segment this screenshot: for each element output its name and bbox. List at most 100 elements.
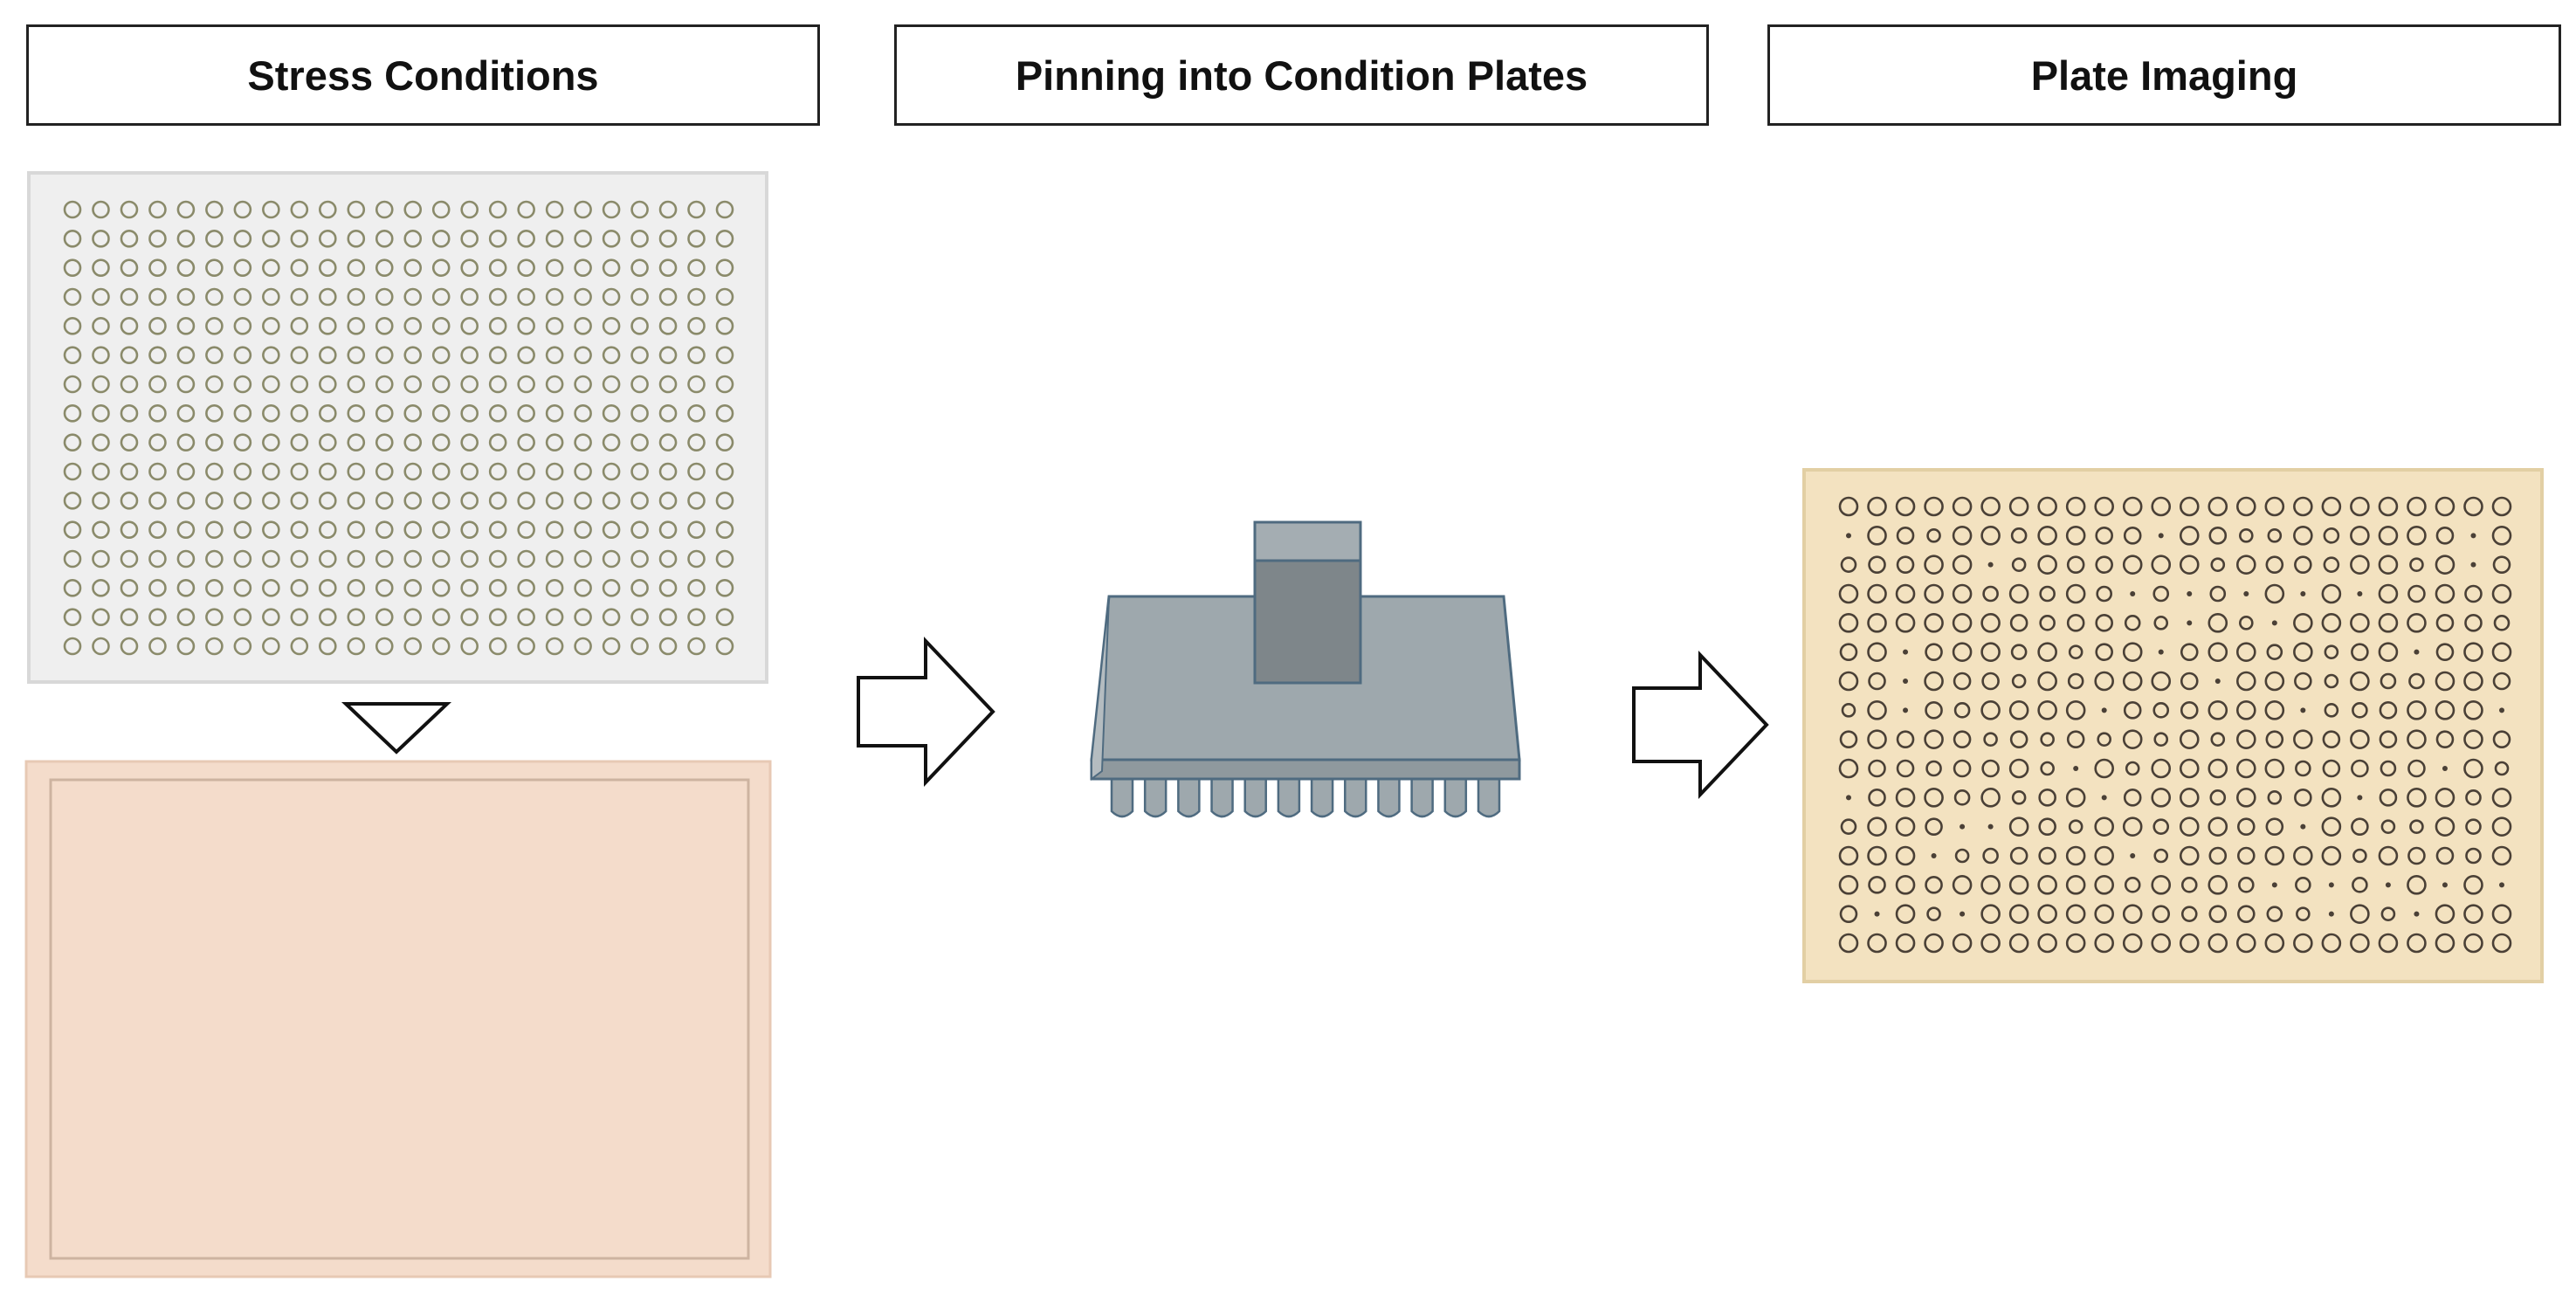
imaged-well xyxy=(2357,591,2363,596)
imaged-well xyxy=(1846,795,1851,801)
imaged-well xyxy=(2125,761,2140,776)
imaged-well xyxy=(2009,846,2028,865)
source-well xyxy=(205,608,224,626)
source-well xyxy=(92,492,110,510)
imaged-well xyxy=(2266,644,2283,660)
source-well xyxy=(517,520,535,539)
source-well xyxy=(375,404,394,423)
source-well xyxy=(658,492,678,510)
source-well xyxy=(488,492,507,510)
imaged-well xyxy=(2008,875,2029,895)
source-well xyxy=(460,258,479,277)
source-well xyxy=(63,462,82,481)
imaged-well xyxy=(1960,911,1966,917)
imaged-well xyxy=(2122,671,2143,692)
imaged-well xyxy=(2470,533,2476,539)
source-well xyxy=(120,404,139,423)
imaged-well xyxy=(2068,644,2084,659)
source-well xyxy=(517,608,535,626)
imaged-well xyxy=(1868,672,1886,691)
source-well xyxy=(92,375,110,394)
source-well xyxy=(602,346,621,364)
imaged-well xyxy=(1895,613,1916,633)
imaged-well xyxy=(2266,906,2283,922)
imaged-well xyxy=(2180,643,2199,661)
imaged-well xyxy=(2037,700,2057,720)
source-well xyxy=(290,579,309,597)
imaged-well xyxy=(1925,876,1943,894)
imaged-well xyxy=(2065,583,2086,604)
imaged-well xyxy=(2068,819,2084,834)
imaged-well xyxy=(2293,845,2313,866)
source-well xyxy=(262,637,280,656)
imaged-well xyxy=(2010,644,2028,660)
source-well xyxy=(176,287,196,307)
source-well xyxy=(658,287,678,307)
imaged-well xyxy=(2322,730,2341,748)
source-well xyxy=(460,608,479,626)
imaged-well xyxy=(2378,613,2399,633)
source-well xyxy=(290,637,309,656)
source-well xyxy=(658,462,678,481)
imaged-well xyxy=(2067,672,2084,690)
imaged-well xyxy=(2094,758,2114,779)
source-well xyxy=(262,346,280,364)
source-well xyxy=(176,258,196,277)
source-well xyxy=(262,287,280,307)
source-well xyxy=(658,520,678,539)
source-well xyxy=(375,579,394,597)
imaged-well xyxy=(2293,729,2313,749)
source-well xyxy=(290,346,309,364)
source-well xyxy=(715,579,734,597)
header-plate-imaging: Plate Imaging xyxy=(1767,24,2561,126)
source-well xyxy=(545,317,564,335)
source-well xyxy=(431,404,451,423)
source-well xyxy=(574,200,592,219)
imaged-well xyxy=(1924,496,1944,517)
imaged-well xyxy=(1896,759,1915,778)
source-well xyxy=(488,608,507,626)
imaged-well xyxy=(2179,758,2200,779)
source-well xyxy=(545,375,564,394)
imaged-well xyxy=(2470,561,2476,568)
source-well xyxy=(687,230,706,248)
source-well xyxy=(403,520,423,539)
source-well xyxy=(63,549,82,568)
imaged-well xyxy=(1838,758,1859,779)
imaged-well xyxy=(1874,911,1880,917)
imaged-well xyxy=(2123,701,2142,720)
imaged-well xyxy=(2237,846,2256,865)
source-well xyxy=(630,608,649,626)
imaged-well xyxy=(1840,818,1857,835)
imaged-well xyxy=(2265,730,2284,748)
imaged-well xyxy=(2039,615,2056,631)
header-stress-conditions: Stress Conditions xyxy=(26,24,820,126)
imaged-well xyxy=(2435,643,2455,661)
source-well xyxy=(205,346,224,364)
source-well xyxy=(347,258,366,277)
source-well xyxy=(375,637,394,656)
imaged-well xyxy=(2009,614,2028,632)
source-well xyxy=(375,520,394,539)
imaged-well xyxy=(1867,583,1887,604)
source-well xyxy=(431,433,451,451)
imaged-well xyxy=(2101,707,2107,713)
source-well xyxy=(687,404,706,423)
source-well xyxy=(63,287,82,307)
imaged-well xyxy=(2179,816,2200,837)
source-well xyxy=(262,492,280,510)
source-well xyxy=(205,579,224,597)
source-well xyxy=(715,346,734,364)
source-well xyxy=(233,433,252,451)
source-well xyxy=(120,230,139,248)
source-well xyxy=(488,520,507,539)
source-well xyxy=(545,287,564,307)
source-well xyxy=(347,404,366,423)
source-well xyxy=(488,317,507,335)
source-well xyxy=(262,230,280,248)
source-well xyxy=(488,200,507,219)
source-well xyxy=(290,549,309,568)
imaged-well xyxy=(2407,729,2427,749)
imaged-well xyxy=(2296,906,2311,921)
source-well xyxy=(602,520,621,539)
